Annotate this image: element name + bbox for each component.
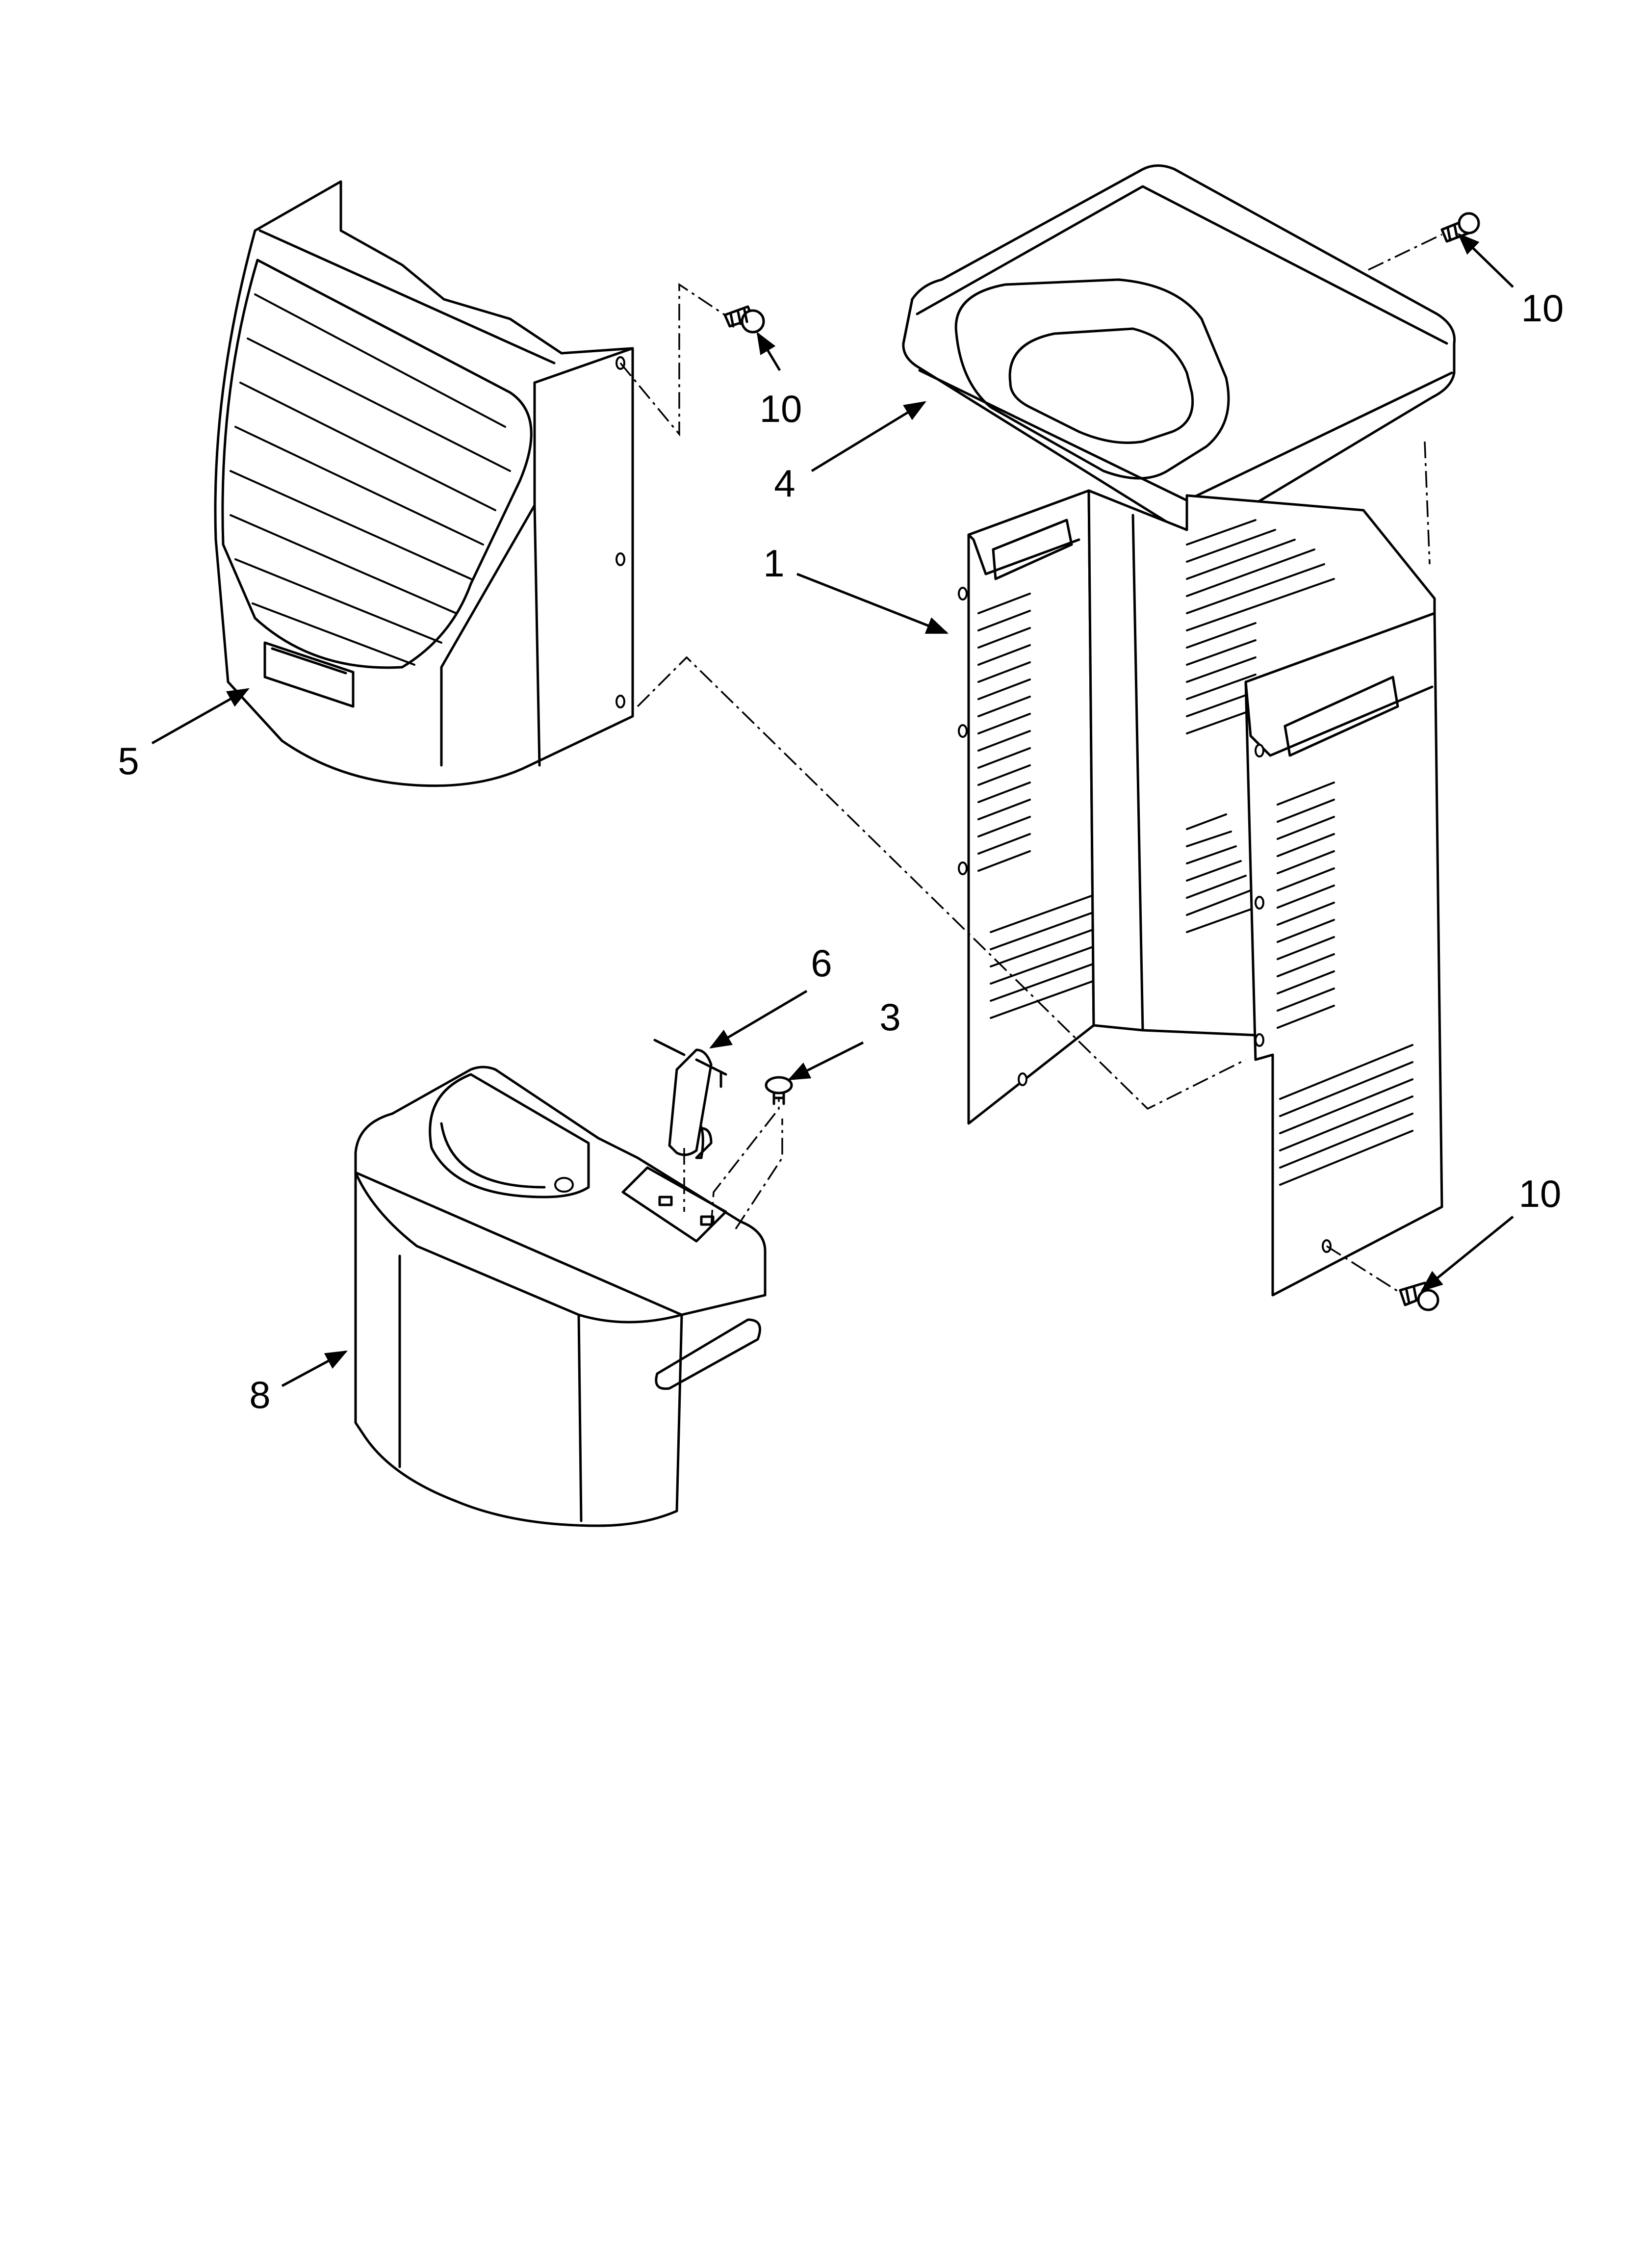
top-cover	[902, 164, 1456, 536]
float-assembly	[653, 1039, 727, 1159]
callout-1: 1	[763, 542, 784, 585]
screw-10b	[1440, 212, 1480, 243]
callout-labels: 1 3 4 5 6 8 10 10 10	[118, 287, 1564, 1416]
callout-10c: 10	[1519, 1172, 1562, 1215]
callout-6: 6	[811, 941, 832, 985]
screw-10c	[1399, 1281, 1439, 1311]
callout-4: 4	[774, 462, 795, 505]
leader-lines	[151, 233, 1514, 1387]
callout-10a: 10	[760, 387, 802, 430]
callout-3: 3	[879, 995, 900, 1039]
front-grille-cover	[214, 180, 634, 787]
rear-cabinet	[958, 489, 1443, 1297]
drain-plug	[765, 1076, 793, 1105]
screw-10a	[723, 305, 765, 334]
assembly-lines	[619, 234, 1442, 1294]
callout-5: 5	[118, 739, 139, 782]
water-bucket	[354, 1066, 767, 1527]
callout-10b: 10	[1521, 287, 1564, 330]
callout-8: 8	[249, 1373, 270, 1416]
